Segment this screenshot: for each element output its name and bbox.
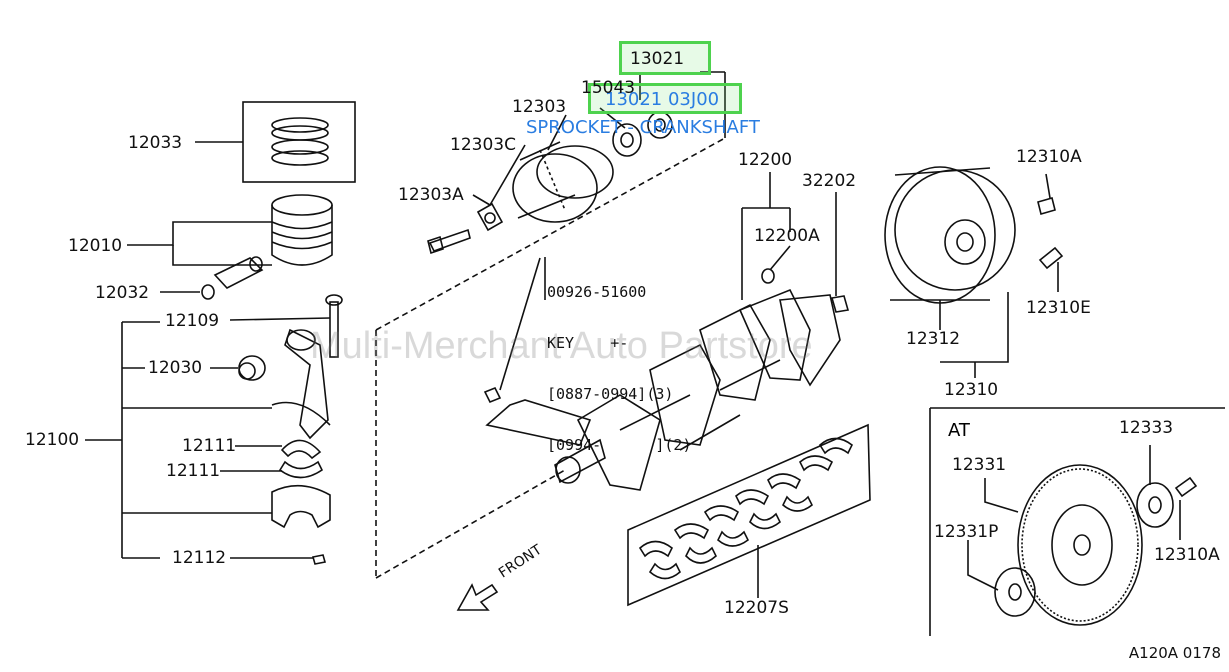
key-note-line-4: [0994- ](2) [547, 436, 692, 454]
part-label-12200a[interactable]: 12200A [754, 226, 820, 246]
bearing-set-box [627, 423, 871, 607]
part-label-12331p[interactable]: 12331P [934, 522, 999, 542]
part-label-12310e[interactable]: 12310E [1026, 298, 1091, 318]
at-box [929, 407, 1225, 636]
part-label-12010[interactable]: 12010 [68, 236, 123, 256]
part-label-12310a-top[interactable]: 12310A [1016, 147, 1082, 167]
part-label-12033[interactable]: 12033 [128, 133, 183, 153]
flywheel-bolt-icon [1037, 173, 1056, 215]
part-label-12310[interactable]: 12310 [944, 380, 999, 400]
part-label-12207s[interactable]: 12207S [724, 598, 789, 618]
part-label-12200[interactable]: 12200 [738, 150, 793, 170]
highlight-box-1302103j00[interactable] [588, 83, 742, 114]
pulley-bolt-icon [427, 228, 471, 255]
connecting-rod-icon [271, 294, 343, 440]
flywheel-icon [884, 166, 1016, 304]
crank-pulley-icon [512, 141, 614, 223]
part-number-link[interactable]: 13021 03J00 [605, 89, 720, 110]
highlight-box-13021[interactable]: 13021 [619, 41, 711, 75]
part-label-12112[interactable]: 12112 [172, 548, 227, 568]
rod-cap-icon [271, 484, 331, 529]
part-name-link[interactable]: SPROCKET - CRANKSHAFT [526, 117, 760, 138]
snap-ring-icon [201, 284, 215, 300]
part-label-12303a[interactable]: 12303A [398, 185, 464, 205]
piston-rings-icon [271, 117, 329, 166]
part-label-12111-upper[interactable]: 12111 [182, 436, 237, 456]
part-label-12032[interactable]: 12032 [95, 283, 150, 303]
part-label-15043[interactable]: 15043 [581, 78, 636, 98]
part-label-12312[interactable]: 12312 [906, 329, 961, 349]
dowel-pin-icon [1038, 246, 1064, 270]
part-label-12303c[interactable]: 12303C [450, 135, 516, 155]
rod-nut-icon [311, 554, 327, 565]
pulley-washer-icon [476, 202, 504, 232]
key-icon [483, 386, 502, 404]
main-bearings-icon [638, 437, 854, 580]
drive-plate-icon [1017, 464, 1143, 626]
part-label-12310a-bottom[interactable]: 12310A [1154, 545, 1220, 565]
piston-icon [271, 194, 333, 266]
key-note-line-1: 00926-51600 [547, 283, 647, 301]
spacer-plate-icon [994, 567, 1036, 617]
crankshaft-icon [554, 288, 841, 491]
part-label-12333[interactable]: 12333 [1119, 418, 1174, 438]
part-label-12030[interactable]: 12030 [148, 358, 203, 378]
key-note: 00926-51600 KEY +- [0887-0994](3) [0994-… [547, 250, 692, 471]
bearing-lower-icon [278, 460, 324, 479]
piston-pin-icon [213, 256, 264, 289]
front-arrow-icon [456, 583, 499, 611]
sprocket-icon [612, 123, 642, 157]
part-label-12111-lower[interactable]: 12111 [166, 461, 221, 481]
reinforcement-plate-icon [1136, 482, 1174, 528]
drive-plate-bolt-icon [1174, 476, 1198, 498]
part-label-32202[interactable]: 32202 [802, 171, 857, 191]
pilot-bushing-icon [761, 268, 775, 284]
highlighted-part-13021[interactable]: 13021 [630, 49, 685, 69]
key-note-line-3: [0887-0994](3) [547, 385, 674, 403]
part-label-12100[interactable]: 12100 [25, 430, 80, 450]
part-label-12331[interactable]: 12331 [952, 455, 1007, 475]
part-label-12109[interactable]: 12109 [165, 311, 220, 331]
key-note-line-2: KEY +- [547, 334, 629, 352]
bushing-icon [238, 355, 266, 381]
at-label: AT [948, 420, 970, 441]
pilot-bearing-icon [830, 295, 850, 313]
bearing-upper-icon [280, 439, 322, 460]
part-label-12303[interactable]: 12303 [512, 97, 567, 117]
reference-code: A120A 0178 [1128, 644, 1221, 662]
piston-ring-box [242, 101, 356, 183]
